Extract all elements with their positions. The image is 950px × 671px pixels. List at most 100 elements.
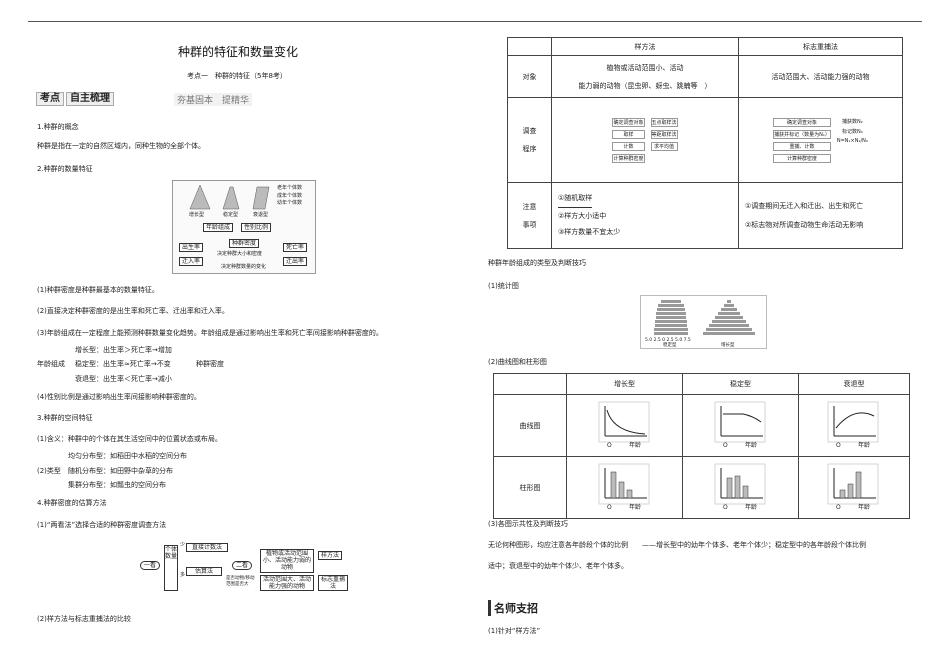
tbl2-h2: 稳定型 — [682, 373, 799, 395]
m1-2: 重捕、计数 — [773, 141, 831, 151]
cmp-h2: 标志重捕法 — [738, 37, 903, 56]
s3-meaning: (1)含义：种群中的个体在其生活空间中的位置状态或布局。 — [37, 435, 222, 443]
node-sex: 性别比例 — [241, 223, 271, 233]
node-immig: 迁入率 — [179, 257, 203, 267]
banner-label-1: 考点 — [36, 92, 64, 106]
note-2: ②样方大小适中 — [558, 211, 607, 220]
s5-hint: (3)各图示共性及判断技巧 — [488, 520, 568, 528]
m2-2: N=N₁×N₂/N₀ — [836, 137, 868, 144]
s4-sub2: (2)样方法与标志重捕法的比较 — [37, 615, 131, 623]
pyr-decline: 衰退型 — [253, 212, 269, 218]
s1-text: 种群是指在一定的自然区域内，同种生物的全部个体。 — [37, 142, 205, 150]
s3-type: (2)类型 — [37, 467, 61, 475]
method-selection-diagram: 一看 个体数量 少 多 直接计数法 估算法 二看 是否动物/移动范围是否大 植物… — [140, 535, 360, 603]
node-count: 个体数量 — [164, 545, 178, 591]
top-rule — [28, 21, 922, 22]
age-right: 种群密度 — [196, 360, 224, 368]
note-4: ①调查期间无迁入和迁出、出生和死亡 — [745, 202, 864, 211]
teacher-heading: 名师支招 — [488, 600, 538, 616]
s4-sub1: (1)“两看法”选择合适的种群密度调查方法 — [37, 521, 167, 529]
tbl2-h1: 增长型 — [566, 373, 683, 395]
q1-2: 计数 — [612, 141, 645, 151]
s3-heading: 3.种群的空间特征 — [37, 414, 93, 422]
node-mark: 标志重捕法 — [318, 575, 348, 592]
cmp-obj1b: 能力弱的动物（昆虫卵、蚜虫、跳蝻等 ） — [578, 81, 712, 90]
svg-text:O: O — [607, 442, 612, 449]
banner-label-2: 自主梳理 — [66, 92, 114, 106]
cmp-note2: 事项 — [522, 220, 537, 229]
node-decide: 决定种群大小和密度 — [217, 251, 263, 257]
population-features-diagram: 老年个体数 成年个体数 幼年个体数 增长型 稳定型 衰退型 年龄组成 性别比例 … — [172, 180, 316, 274]
note-3: ③样方数量不宜太少 — [558, 228, 621, 237]
tbl2-r1: 曲线图 — [493, 394, 567, 457]
svg-text:O: O — [836, 504, 841, 511]
s3-cluster: 集群分布型：如瓢虫的空间分布 — [68, 481, 166, 489]
svg-text:年龄: 年龄 — [745, 441, 757, 449]
m1-1: 捕获并标记（数量为N₁） — [773, 129, 831, 139]
node-look: 一看 — [140, 561, 160, 571]
section-subtitle: 考点一 种群的特征（5年8考） — [187, 72, 287, 80]
svg-text:年龄: 年龄 — [745, 503, 757, 511]
node-birth: 出生率 — [179, 243, 203, 253]
bar-grow-icon: O 年龄 — [598, 463, 649, 511]
cmp-h1: 样方法 — [551, 37, 739, 56]
svg-text:O: O — [723, 504, 728, 511]
s5-heading: 种群年龄组成的类型及判断技巧 — [488, 259, 586, 267]
svg-text:年龄: 年龄 — [629, 503, 641, 511]
svg-text:O: O — [607, 504, 612, 511]
age-decline: 衰退型：出生率＜死亡率→减小 — [75, 375, 172, 383]
comparison-table: 样方法 标志重捕法 对象 植物或活动范围小、活动能力弱的动物（昆虫卵、蚜虫、跳蝻… — [507, 37, 903, 249]
bar-stable-icon: O 年龄 — [714, 463, 765, 511]
pyr-axis: 5.0 2.5 0 2.5 5.0 7.5 — [645, 338, 691, 343]
s5-curve: (2)曲线图和柱形图 — [488, 358, 547, 366]
svg-text:O: O — [723, 442, 728, 449]
note-5: ②标志物对所调查动物生命活动无影响 — [745, 220, 864, 229]
svg-text:年龄: 年龄 — [858, 503, 870, 511]
node-many: 多 — [180, 572, 186, 578]
banner-tag: 夯基固本 提精华 — [173, 92, 252, 106]
node-density: 种群密度 — [229, 239, 259, 249]
node-quad: 样方法 — [318, 551, 342, 561]
svg-text:O: O — [836, 442, 841, 449]
q1-3: 计算种群密度 — [612, 153, 645, 163]
s1-heading: 1.种群的概念 — [37, 123, 79, 131]
s5-stat: (1)统计图 — [488, 282, 519, 290]
svg-text:年龄: 年龄 — [858, 441, 870, 449]
hint-line-1: 无论何种图形，均应注意各年龄段个体的比例 ——增长型中的幼年个体多、老年个体少；… — [488, 541, 866, 549]
m1-0: 确定调查对象 — [773, 117, 831, 127]
pyr-stable: 稳定型 — [223, 212, 239, 218]
tbl2-r2: 柱形图 — [493, 456, 567, 519]
pyr-right-label: 增长型 — [721, 343, 735, 348]
q2-1: 等距取样法 — [650, 129, 678, 139]
teacher-line: (1)针对“样方法” — [488, 627, 541, 635]
cmp-obj2: 活动范围大、活动能力强的动物 — [738, 55, 903, 98]
svg-text:年龄: 年龄 — [629, 441, 641, 449]
s4-heading: 4.种群密度的估算方法 — [37, 499, 107, 507]
p3: (3)年龄组成在一定程度上能预测种群数量变化趋势。年龄组成是通过影响出生率和死亡… — [37, 329, 383, 337]
legend-old: 老年个体数 — [277, 185, 303, 191]
cmp-obj1a: 植物或活动范围小、活动 — [606, 63, 684, 72]
age-pyramid-chart: 5.0 2.5 0 2.5 5.0 7.5 稳定型 增长型 — [640, 295, 767, 349]
m2-1: 标记数N₀ — [841, 128, 863, 135]
node-plant: 植物或活动范围小、活动能力弱的动物 — [260, 549, 314, 573]
age-label: 年龄组成 — [37, 360, 65, 368]
s3-even: 均匀分布型：如稻田中水稻的空间分布 — [68, 452, 187, 460]
age-stable: 稳定型：出生率≈死亡率→不变 — [75, 360, 171, 368]
node-age: 年龄组成 — [203, 223, 233, 233]
section-banner: 考点 自主梳理 夯基固本 提精华 — [36, 92, 252, 106]
pyramid-bars-icon — [654, 300, 755, 335]
node-two: 二看 — [232, 561, 252, 571]
s2-heading: 2.种群的数量特征 — [37, 165, 93, 173]
legend-young: 幼年个体数 — [277, 200, 303, 206]
p1: (1)种群密度是种群最基本的数量特征。 — [37, 286, 159, 294]
s3-random: 随机分布型：如田野中杂草的分布 — [68, 467, 173, 475]
m2-0: 捕获数N₂ — [841, 118, 863, 125]
pyr-left-label: 稳定型 — [663, 343, 677, 348]
tbl2-h3: 衰退型 — [798, 373, 910, 395]
pyr-grow: 增长型 — [189, 212, 205, 218]
m1-3: 计算种群密度 — [773, 153, 831, 163]
node-question: 是否动物/移动范围是否大 — [226, 576, 255, 587]
node-estimate: 估算法 — [186, 567, 222, 577]
q1-0: 确定调查对象 — [612, 117, 645, 127]
